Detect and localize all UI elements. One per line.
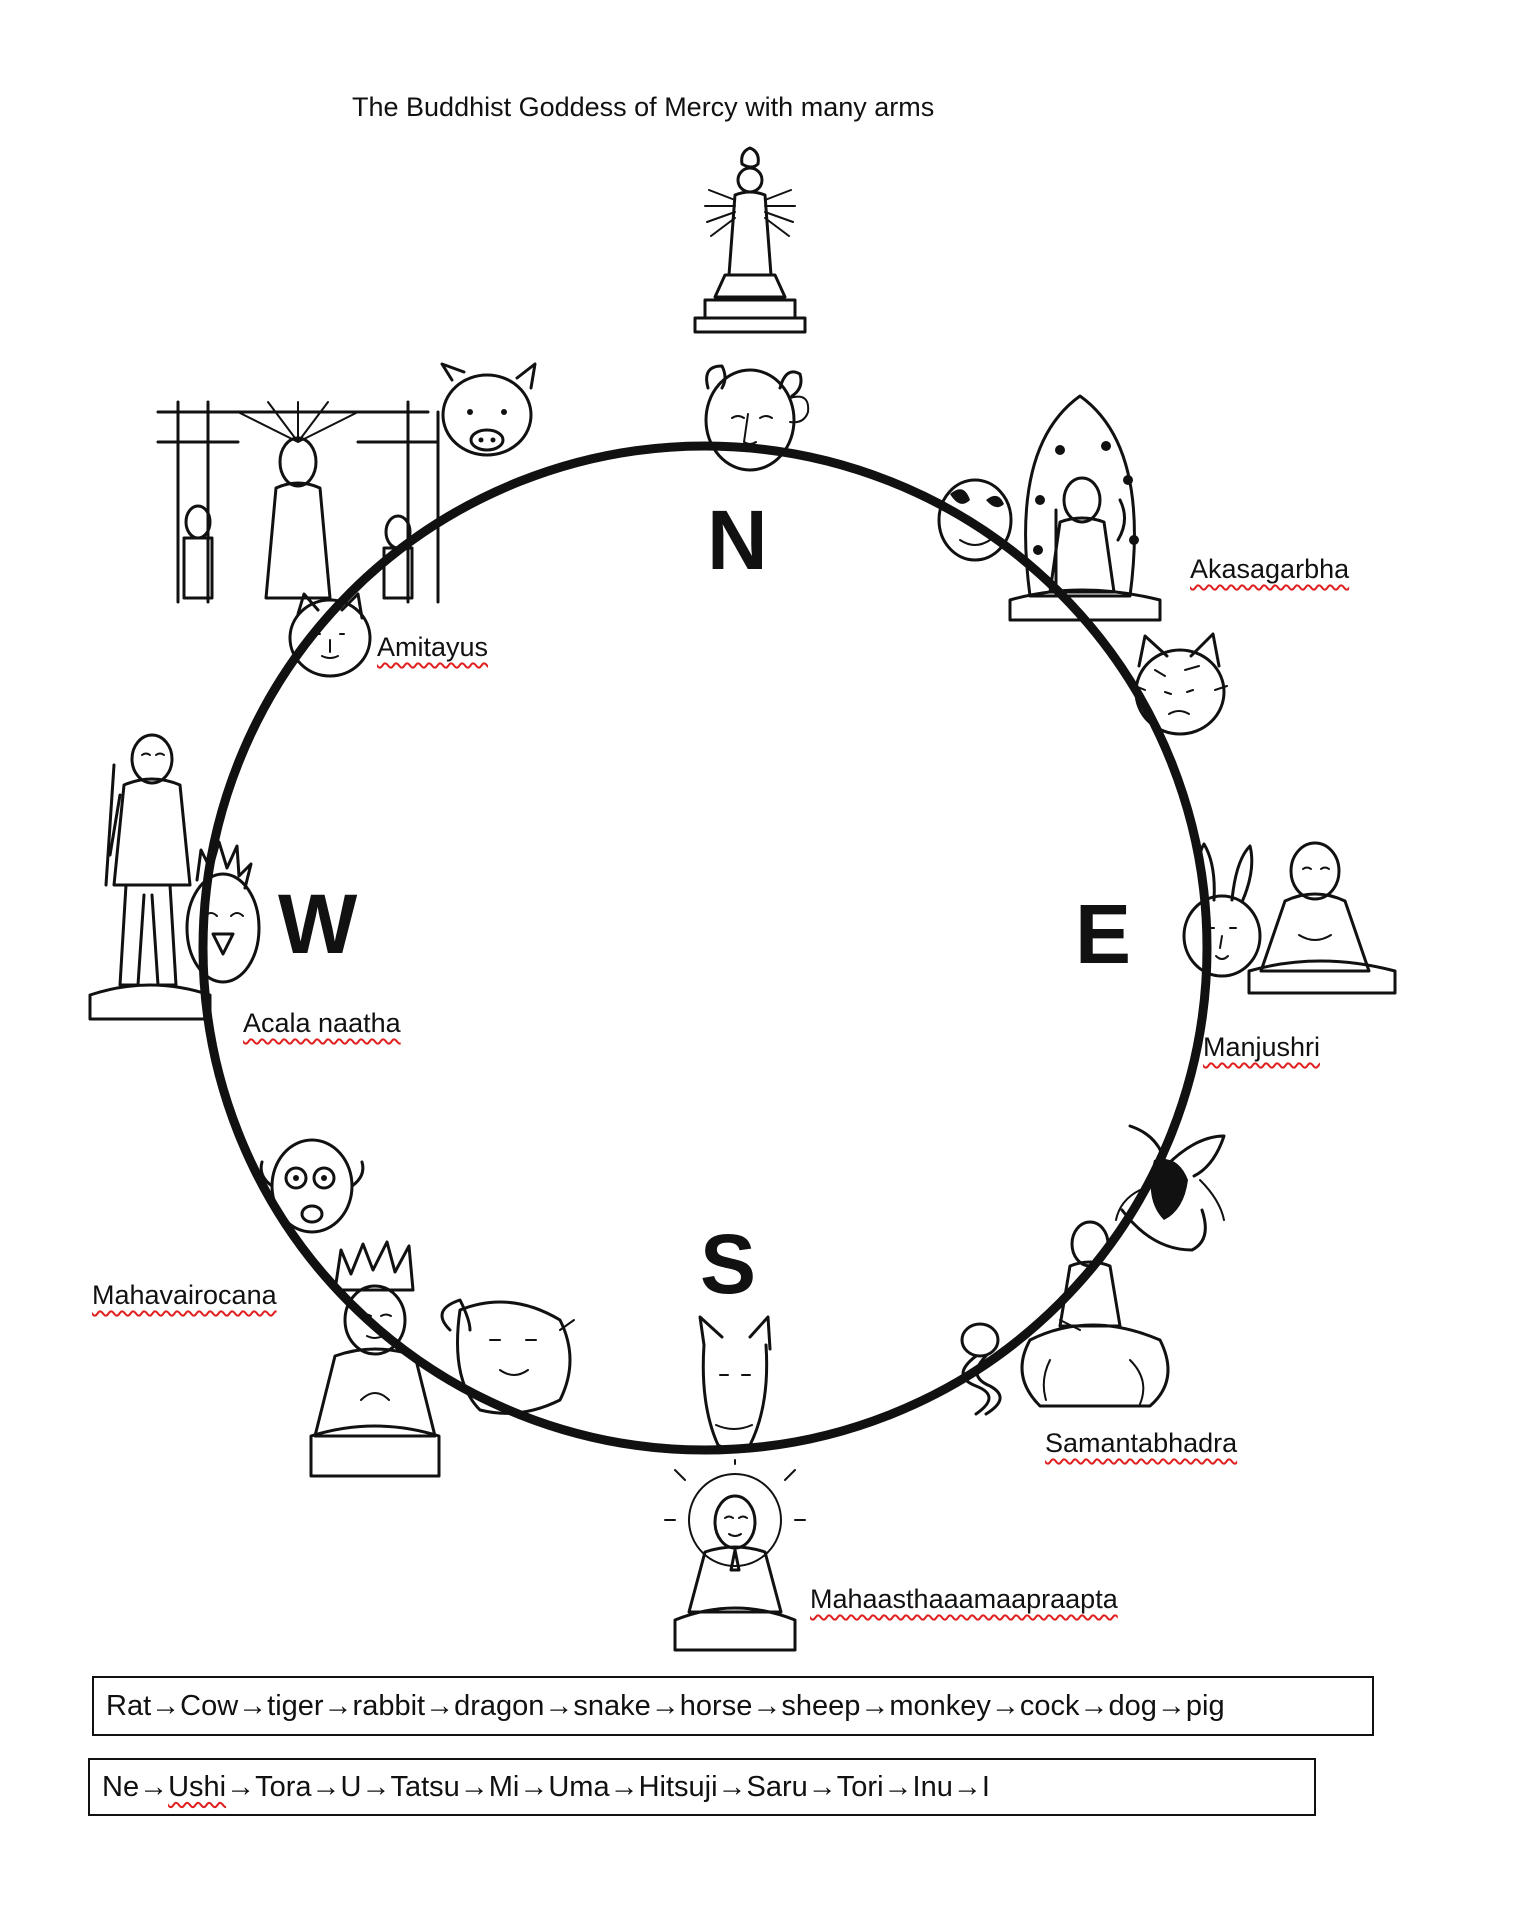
mahavairocana-figure-icon [309,1240,441,1478]
zodiac-english-box: Rat→Cow→tiger→rabbit→dragon→snake→horse→… [92,1676,1374,1736]
horse-face-icon [698,1315,772,1452]
dragon-face-icon [1115,1124,1226,1252]
diagram-title: The Buddhist Goddess of Mercy with many … [352,92,935,122]
label-samantabhadra: Samantabhadra [1045,1428,1238,1458]
monkey-face-icon [259,1138,365,1234]
zodiac-japanese-rest: →Tora→U→Tatsu→Mi→Uma→Hitsuji→Saru→Tori→I… [226,1770,990,1803]
goddess-of-mercy-statue-icon [693,146,807,334]
tiger-face-icon [1134,632,1228,736]
label-manjushri: Manjushri [1203,1032,1321,1062]
zodiac-japanese-box: Ne→Ushi→Tora→U→Tatsu→Mi→Uma→Hitsuji→Saru… [88,1758,1316,1816]
cock-face-icon [185,840,261,984]
direction-north: N [707,493,768,587]
pig-face-icon [440,362,537,457]
label-amitayus: Amitayus [377,632,489,662]
sheep-face-icon [440,1298,575,1415]
mahaasthaama-figure-icon [664,1459,806,1652]
label-acala-naatha: Acala naatha [243,1008,401,1038]
dog-face-icon [288,592,372,678]
akasagarbha-figure-icon [1008,394,1162,622]
direction-east: E [1075,887,1132,981]
snake-icon [960,1322,1002,1416]
label-mahaasthaamaapraapta: Mahaasthaaamaapraapta [810,1584,1118,1614]
zodiac-japanese-ushi: Ushi [168,1770,227,1803]
manjushri-figure-icon [1247,841,1397,995]
rabbit-face-icon [1182,842,1262,978]
direction-south: S [700,1217,757,1311]
cow-face-icon [937,478,1013,562]
acala-figure-icon [88,733,212,1021]
samantabhadra-figure-icon [1020,1220,1170,1408]
amitayus-figure-icon [156,400,440,604]
zodiac-english-text: Rat→Cow→tiger→rabbit→dragon→snake→horse→… [106,1689,1225,1722]
direction-west: W [278,877,358,971]
label-mahavairocana: Mahavairocana [92,1280,277,1310]
zodiac-japanese-ne: Ne→ [102,1770,169,1803]
rat-face-icon [704,364,810,472]
label-akasagarbha: Akasagarbha [1190,554,1350,584]
